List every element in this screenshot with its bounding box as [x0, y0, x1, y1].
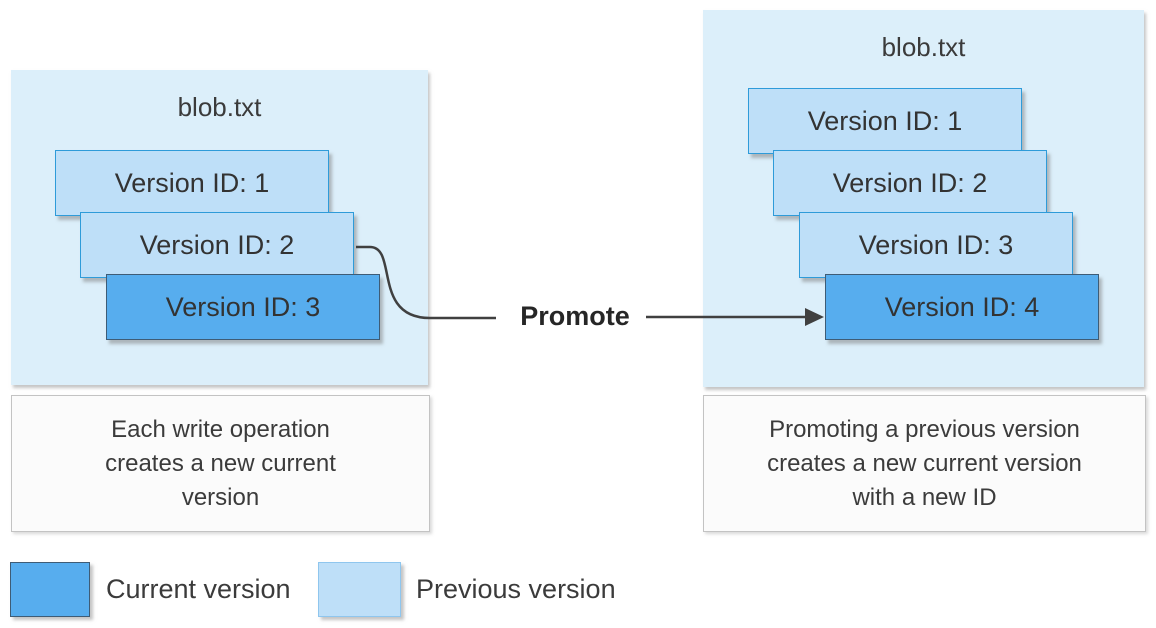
version-card-right-3: Version ID: 3	[799, 212, 1073, 278]
blob-panel-right: blob.txt Version ID: 1 Version ID: 2 Ver…	[703, 10, 1144, 387]
legend-swatch-previous-version	[318, 562, 401, 617]
caption-promote-result: Promoting a previous version creates a n…	[703, 395, 1146, 532]
version-card-label: Version ID: 2	[139, 229, 295, 260]
version-card-label: Version ID: 3	[858, 229, 1014, 260]
promote-label: Promote	[505, 301, 645, 332]
version-card-right-1: Version ID: 1	[748, 88, 1022, 154]
blob-title-left: blob.txt	[177, 92, 262, 122]
legend-label-previous-version: Previous version	[416, 574, 616, 604]
legend-swatch-current-version	[10, 562, 90, 617]
version-card-label: Version ID: 1	[807, 105, 963, 136]
version-card-left-3-current: Version ID: 3	[106, 274, 380, 340]
version-card-left-1: Version ID: 1	[55, 150, 329, 216]
version-card-label: Version ID: 2	[832, 167, 988, 198]
caption-write-operation: Each write operation creates a new curre…	[11, 395, 430, 532]
version-card-right-4-current: Version ID: 4	[825, 274, 1099, 340]
blob-panel-left: blob.txt Version ID: 1 Version ID: 2 Ver…	[11, 70, 428, 385]
version-card-label: Version ID: 4	[884, 291, 1040, 322]
legend-label-current-version: Current version	[106, 574, 291, 604]
blob-title-right: blob.txt	[881, 32, 966, 62]
version-card-right-2: Version ID: 2	[773, 150, 1047, 216]
version-card-label: Version ID: 1	[114, 167, 270, 198]
version-card-left-2: Version ID: 2	[80, 212, 354, 278]
version-card-label: Version ID: 3	[165, 291, 321, 322]
